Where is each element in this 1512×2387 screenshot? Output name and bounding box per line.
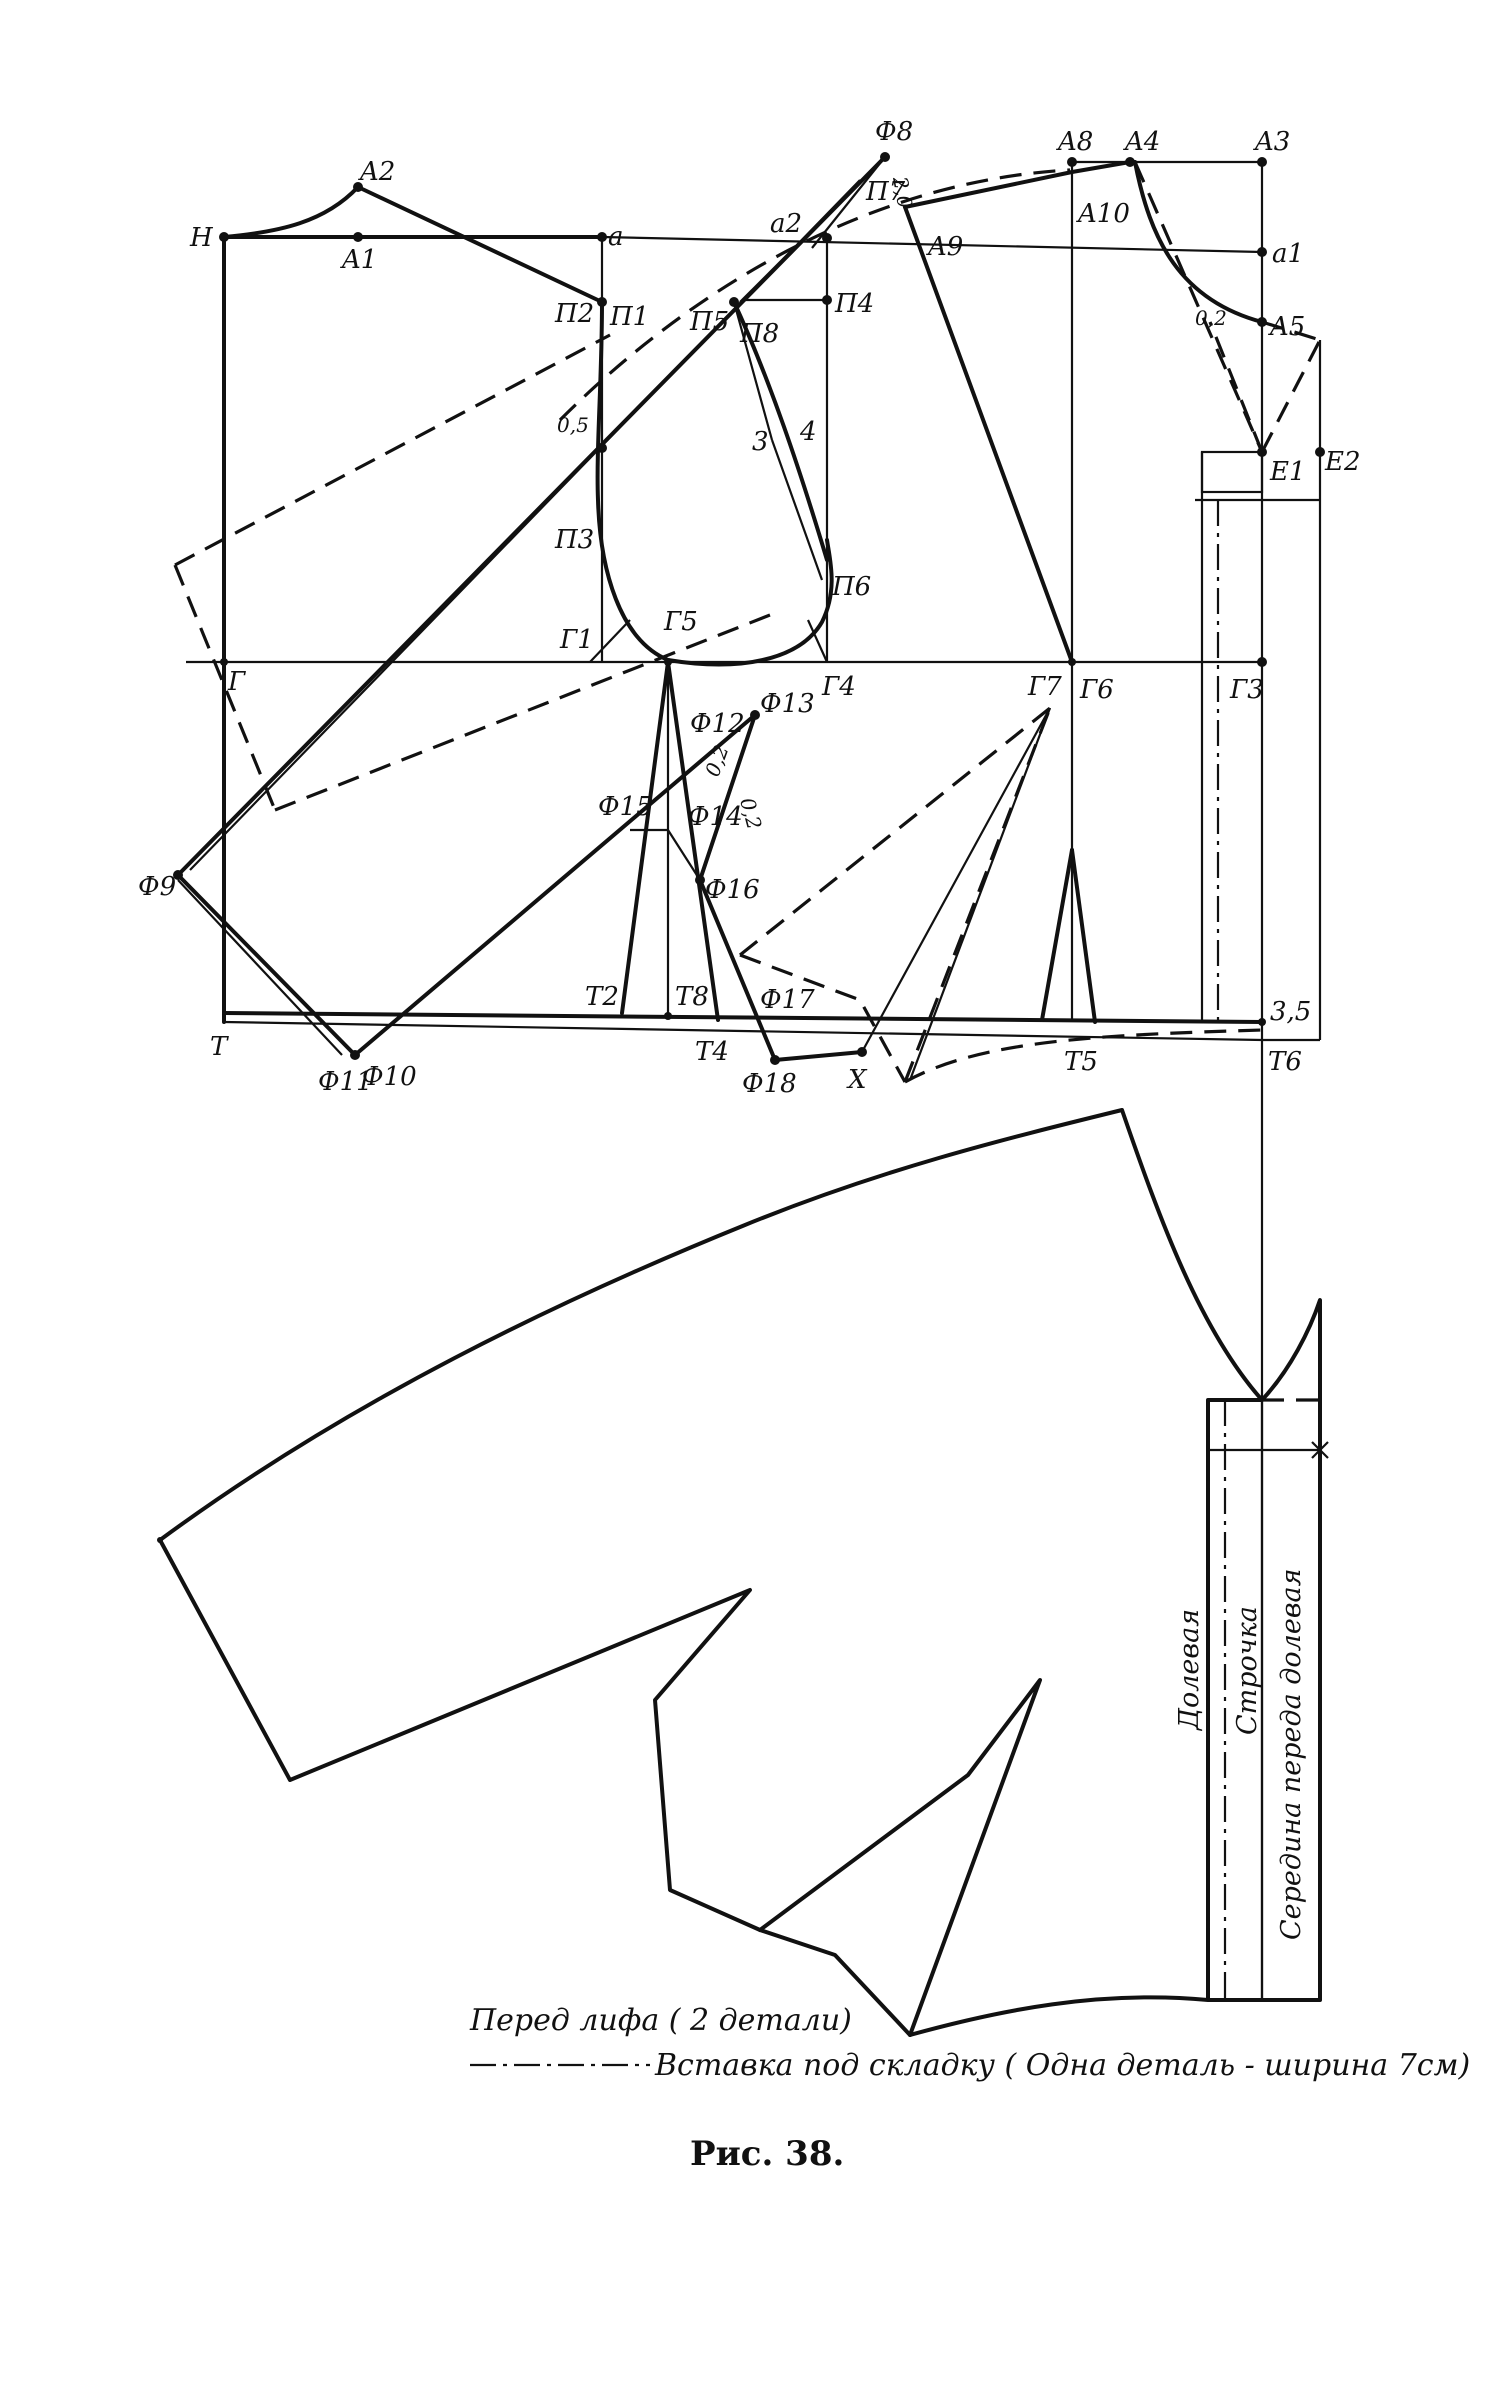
label-f16: Ф16 xyxy=(705,875,760,905)
label-f8: Ф8 xyxy=(875,117,913,147)
label-f12: Ф12 xyxy=(690,709,745,739)
label-p5: П5 xyxy=(689,307,729,337)
label-a10: A10 xyxy=(1076,199,1130,229)
label-t: T xyxy=(210,1032,229,1062)
label-f14: Ф14 xyxy=(688,802,743,832)
label-a2-small: a2 xyxy=(770,209,802,239)
label-g5: Г5 xyxy=(663,607,698,637)
label-f11: Ф11 xyxy=(318,1067,373,1097)
label-g7: Г7 xyxy=(1027,672,1062,702)
legend-front: Перед лифа ( 2 детали) xyxy=(469,2003,852,2038)
label-g3: Г3 xyxy=(1229,675,1264,705)
label-g6: Г6 xyxy=(1079,675,1114,705)
label-seredina: Середина переда долевая xyxy=(1276,1568,1307,1940)
vertical-labels: Долевая Строчка Середина переда долевая xyxy=(1174,1568,1307,1940)
legend: Перед лифа ( 2 детали) Вставка под склад… xyxy=(469,2003,1470,2083)
label-strochka: Строчка xyxy=(1232,1606,1263,1735)
label-e2: E2 xyxy=(1324,447,1361,477)
label-t8: T8 xyxy=(675,982,709,1012)
label-p7: П7 xyxy=(865,177,906,207)
legend-insert: Вставка под складку ( Одна деталь - шири… xyxy=(654,2048,1470,2083)
label-t4: T4 xyxy=(695,1037,729,1067)
label-f13: Ф13 xyxy=(760,689,815,719)
draft-dashed-lines xyxy=(173,161,1322,1084)
label-f18: Ф18 xyxy=(742,1069,797,1099)
figure-caption: Рис. 38. xyxy=(690,2134,844,2174)
draft-solid-lines xyxy=(176,155,1322,2000)
label-t2: T2 xyxy=(585,982,619,1012)
label-f10: Ф10 xyxy=(362,1062,417,1092)
label-e1: E1 xyxy=(1269,457,1306,487)
label-p6: П6 xyxy=(831,572,871,602)
label-f15: Ф15 xyxy=(598,792,653,822)
label-g4: Г4 xyxy=(821,672,856,702)
label-t5: T5 xyxy=(1064,1047,1098,1077)
label-35: 3,5 xyxy=(1270,997,1311,1027)
label-p3: П3 xyxy=(554,525,594,555)
label-3: 3 xyxy=(752,427,769,457)
pattern-piece xyxy=(157,1108,1329,2037)
label-a3: A3 xyxy=(1253,127,1290,157)
label-02-a5: 0,2 xyxy=(1195,306,1227,330)
draft-points xyxy=(173,152,1325,1065)
label-05: 0,5 xyxy=(557,413,589,437)
label-p4: П4 xyxy=(834,289,874,319)
label-a: a xyxy=(608,222,624,252)
label-a4: A4 xyxy=(1123,127,1160,157)
label-t6: T6 xyxy=(1268,1047,1302,1077)
label-a2: A2 xyxy=(358,157,395,187)
label-g: Г xyxy=(227,667,246,697)
label-p2: П2 xyxy=(554,299,594,329)
label-f17: Ф17 xyxy=(760,985,815,1015)
label-a8: A8 xyxy=(1056,127,1093,157)
label-a1-small: a1 xyxy=(1272,239,1304,269)
label-a9: A9 xyxy=(926,232,963,262)
label-h: H xyxy=(189,223,214,253)
label-p8: П8 xyxy=(739,319,779,349)
label-p1: П1 xyxy=(609,302,649,332)
label-x: X xyxy=(846,1065,868,1095)
label-a1: A1 xyxy=(340,245,377,275)
label-f9: Ф9 xyxy=(138,872,176,902)
label-02-b: 0,2 xyxy=(700,742,733,780)
label-g1: Г1 xyxy=(559,625,594,655)
label-20: 2,0 xyxy=(888,174,917,211)
draft-labels: A2 H A1 a П2 П1 0,5 П3 Г1 Г5 Г Ф8 2,0 П7… xyxy=(138,117,1361,1099)
label-dolevaya: Долевая xyxy=(1174,1609,1205,1731)
label-a5: A5 xyxy=(1268,312,1305,342)
label-4: 4 xyxy=(799,417,817,447)
